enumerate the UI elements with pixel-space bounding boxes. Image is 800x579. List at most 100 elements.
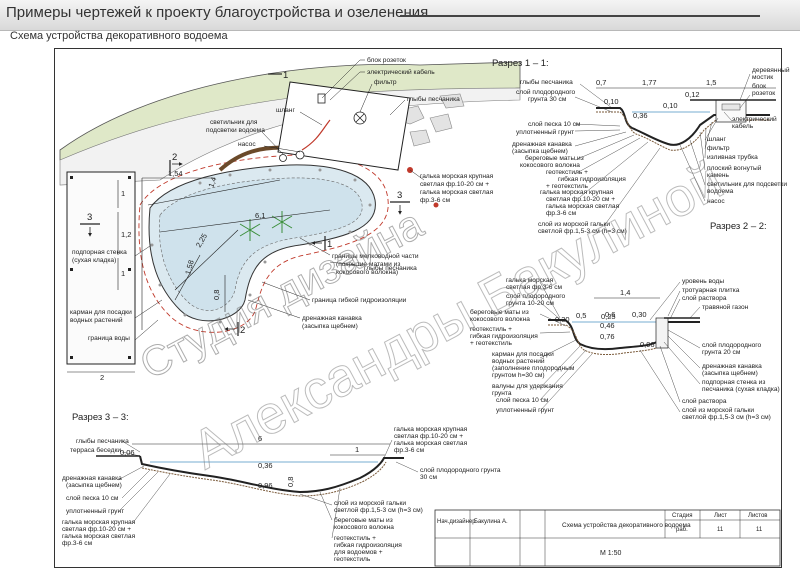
svg-text:геотекстиль +: геотекстиль + bbox=[546, 169, 588, 176]
svg-text:0,76: 0,76 bbox=[600, 332, 615, 341]
svg-text:3: 3 bbox=[397, 190, 402, 201]
svg-text:слой песка 10 см: слой песка 10 см bbox=[528, 120, 581, 128]
callout-shlang: шланг bbox=[276, 107, 295, 114]
svg-text:изливная трубка: изливная трубка bbox=[707, 153, 758, 161]
svg-text:галька морская крупная: галька морская крупная bbox=[62, 519, 136, 526]
svg-text:карман для посадки: карман для посадки bbox=[492, 351, 554, 358]
section-3-3-liner bbox=[139, 455, 404, 494]
pond-light-icon bbox=[279, 154, 287, 162]
equipment-box bbox=[277, 81, 411, 171]
section-mark-1-top: 1 bbox=[268, 70, 288, 81]
svg-text:береговые маты из: береговые маты из bbox=[470, 308, 529, 316]
svg-text:1: 1 bbox=[327, 239, 332, 250]
dim-1-4: 1,4 bbox=[206, 176, 218, 189]
terrace-deck bbox=[66, 171, 136, 365]
section-1-1-left-labels: глыбы песчаника слой плодородного грунта… bbox=[512, 78, 627, 235]
svg-text:слой из морской гальки: слой из морской гальки bbox=[334, 499, 406, 507]
svg-text:дренажная канавка: дренажная канавка bbox=[512, 141, 572, 148]
dim-1-a: 1 bbox=[121, 189, 125, 198]
svg-text:0,10: 0,10 bbox=[663, 101, 678, 110]
svg-text:галька морская светлая: галька морская светлая bbox=[62, 533, 136, 540]
page-subtitle: Схема устройства декоративного водоема bbox=[10, 30, 228, 42]
section-3-3-title: Разрез 3 – 3: bbox=[72, 412, 129, 423]
callout-blok-rozetok: блок розеток bbox=[367, 56, 406, 64]
callout-galka-4: фр.3-6 см bbox=[420, 197, 451, 204]
section-3-3-dims: 0,06 0,36 0,96 0,8 bbox=[120, 448, 295, 490]
svg-text:светлая фр.10-20 см +: светлая фр.10-20 см + bbox=[62, 526, 131, 533]
svg-text:кокосового волокна: кокосового волокна bbox=[520, 162, 580, 169]
svg-text:розеток: розеток bbox=[752, 90, 775, 97]
tb-h-sheets: Листов bbox=[748, 513, 768, 519]
svg-text:уплотненный грунт: уплотненный грунт bbox=[66, 507, 124, 515]
svg-text:шланг: шланг bbox=[707, 136, 726, 143]
svg-text:0,96: 0,96 bbox=[640, 340, 655, 349]
svg-text:0,36: 0,36 bbox=[633, 111, 648, 120]
section-1-1-title: Разрез 1 – 1: bbox=[492, 58, 549, 69]
svg-text:слой плодородного: слой плодородного bbox=[702, 341, 762, 349]
svg-text:геотекстиль: геотекстиль bbox=[334, 556, 371, 563]
svg-text:0,5: 0,5 bbox=[576, 311, 586, 320]
svg-text:мостик: мостик bbox=[752, 74, 773, 81]
svg-text:уплотненный грунт: уплотненный грунт bbox=[496, 406, 554, 414]
section-2-2-right-labels: уровень воды тротуарная плитка слой раст… bbox=[682, 278, 780, 421]
tb-sheet: 11 bbox=[717, 527, 724, 533]
plan-leaders bbox=[134, 59, 425, 341]
dim-0-8: 0,8 bbox=[212, 290, 221, 300]
svg-text:+ геотекстиль: + геотекстиль bbox=[470, 340, 513, 347]
svg-text:береговые маты из: береговые маты из bbox=[334, 516, 393, 524]
svg-text:кокосового волокна: кокосового волокна bbox=[334, 524, 394, 531]
callout-svetilnik-2: подсветки водоема bbox=[206, 127, 265, 134]
svg-text:терраса беседки: терраса беседки bbox=[70, 446, 121, 454]
svg-text:(засыпка щебнем): (засыпка щебнем) bbox=[512, 147, 568, 155]
svg-text:светлая фр.10-20 см +: светлая фр.10-20 см + bbox=[394, 433, 463, 440]
svg-text:0,10: 0,10 bbox=[604, 97, 619, 106]
svg-text:1,4: 1,4 bbox=[620, 288, 630, 297]
svg-text:слой песка 10 см: слой песка 10 см bbox=[496, 396, 549, 404]
svg-text:дренажная канавка: дренажная канавка bbox=[62, 475, 122, 482]
path-area bbox=[59, 87, 521, 186]
section-2-2: Разрез 2 – 2: 1,4 0,30 0,5 0,6 0,25 0,46… bbox=[470, 221, 780, 421]
hose-line bbox=[301, 119, 331, 151]
svg-text:0,25: 0,25 bbox=[601, 312, 616, 321]
svg-text:0,96: 0,96 bbox=[258, 481, 273, 490]
svg-text:слой плодородного грунта: слой плодородного грунта bbox=[420, 466, 501, 474]
svg-text:глыбы песчаника: глыбы песчаника bbox=[520, 78, 573, 86]
callout-nasos: насос bbox=[238, 141, 256, 148]
dim-2: 2 bbox=[100, 373, 104, 382]
svg-text:1: 1 bbox=[355, 445, 359, 454]
svg-text:фр.3-6 см: фр.3-6 см bbox=[546, 210, 577, 217]
svg-text:кабель: кабель bbox=[732, 122, 754, 130]
svg-text:0,30: 0,30 bbox=[632, 310, 647, 319]
svg-text:деревянный: деревянный bbox=[752, 66, 790, 74]
callout-gidro-1: граница гибкой гидроизоляции bbox=[312, 296, 407, 304]
svg-text:грунта 20 см: грунта 20 см bbox=[702, 349, 741, 356]
callout-granicy-1: границы мелководной части bbox=[332, 252, 419, 260]
svg-text:галька морская светлая: галька морская светлая bbox=[546, 203, 620, 210]
callout-dren-2: (засыпка щебнем) bbox=[302, 322, 358, 330]
callout-granicy-3: кокосового волокна) bbox=[336, 269, 398, 276]
section-3-3-bottom-labels: слой из морской гальки светлой фр.1,5-3 … bbox=[334, 499, 423, 563]
callout-granicy-2: (покрытие матами из bbox=[336, 261, 400, 268]
svg-text:(заполнение плодородным: (заполнение плодородным bbox=[492, 365, 575, 372]
dim-1-54: 1,54 bbox=[168, 169, 183, 178]
svg-text:светлой фр.1,5-3 см (h=3 см): светлой фр.1,5-3 см (h=3 см) bbox=[334, 506, 423, 514]
svg-text:грунтом h=30 см): грунтом h=30 см) bbox=[492, 372, 545, 379]
svg-text:2: 2 bbox=[240, 325, 245, 336]
svg-text:подпорная стенка из: подпорная стенка из bbox=[702, 379, 765, 386]
svg-text:галька морская крупная: галька морская крупная bbox=[540, 189, 614, 196]
svg-text:0,6: 0,6 bbox=[605, 310, 615, 319]
section-3-3-leaders bbox=[117, 439, 419, 539]
svg-text:для водоемов +: для водоемов + bbox=[334, 549, 383, 556]
section-1-1-leaders bbox=[574, 73, 751, 227]
svg-text:песчаника (сухая кладка): песчаника (сухая кладка) bbox=[702, 386, 780, 393]
section-mark-3-left: 3 bbox=[80, 212, 100, 237]
section-2-2-title: Разрез 2 – 2: bbox=[710, 221, 767, 232]
svg-text:грунта: грунта bbox=[492, 390, 512, 397]
tb-drawing: Схема устройства декоративного водоема bbox=[562, 521, 691, 529]
section-2-2-wall bbox=[655, 317, 669, 349]
callout-svetilnik-1: светильник для bbox=[210, 119, 258, 126]
callout-filtr: фильтр bbox=[374, 79, 397, 86]
plan-view: 1,54 1,4 6,1 2,25 1,58 0,8 1 1,2 1 2 2 3… bbox=[59, 56, 521, 382]
svg-text:0,06: 0,06 bbox=[120, 448, 135, 457]
svg-text:галька морская светлая: галька морская светлая bbox=[394, 440, 468, 447]
